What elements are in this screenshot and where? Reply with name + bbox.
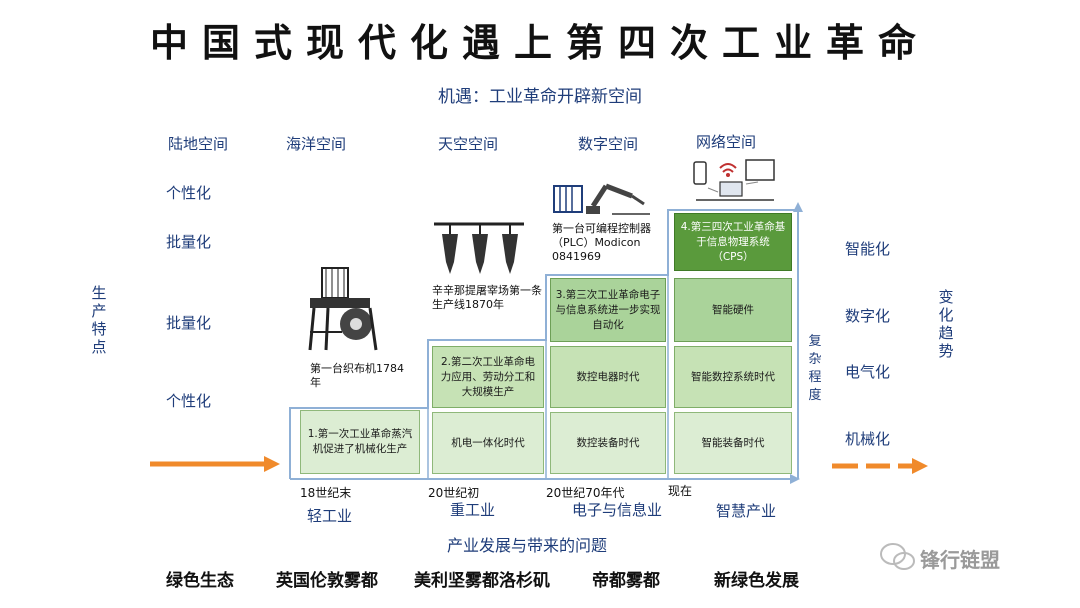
era-smart-hardware: 智能硬件 xyxy=(674,278,792,342)
industry-heavy: 重工业 xyxy=(450,499,495,520)
era-nc-equipment: 数控装备时代 xyxy=(550,412,666,474)
era-nc-electrical: 数控电器时代 xyxy=(550,346,666,408)
revolution-2-box: 2.第二次工业革命电力应用、劳动分工和大规模生产 xyxy=(432,346,544,408)
industry-smart: 智慧产业 xyxy=(716,500,776,521)
loom-icon xyxy=(300,262,386,354)
smart-devices-icon xyxy=(690,154,778,208)
revolution-3-box: 3.第三次工业革命电子与信息系统进一步实现自动化 xyxy=(550,278,666,342)
industry-electronics: 电子与信息业 xyxy=(572,499,662,520)
production-line-icon xyxy=(432,218,528,278)
revolution-4-box: 4.第三四次工业革命基于信息物理系统（CPS） xyxy=(674,213,792,271)
era-smart-nc-system: 智能数控系统时代 xyxy=(674,346,792,408)
milestone-production-line: 辛辛那提屠宰场第一条生产线1870年 xyxy=(432,284,542,312)
bottom-los-angeles: 美利坚雾都洛杉矶 xyxy=(414,566,550,591)
milestone-plc: 第一台可编程控制器（PLC）Modicon 0841969 xyxy=(552,222,668,264)
industry-light: 轻工业 xyxy=(307,505,352,526)
era-now: 现在 xyxy=(668,482,692,499)
bottom-beijing: 帝都雾都 xyxy=(592,566,660,591)
revolution-1-box: 1.第一次工业革命蒸汽机促进了机械化生产 xyxy=(300,410,420,474)
watermark-text: 锋行链盟 xyxy=(920,544,1000,573)
right-dashed-arrow-icon xyxy=(832,458,928,474)
left-arrow-icon xyxy=(150,456,280,472)
wechat-icon xyxy=(878,540,918,574)
robot-arm-icon xyxy=(552,176,652,220)
problems-label: 产业发展与带来的问题 xyxy=(447,532,607,556)
bottom-green-ecology: 绿色生态 xyxy=(166,566,234,591)
bottom-london: 英国伦敦雾都 xyxy=(276,566,378,591)
era-18th-century: 18世纪末 xyxy=(300,484,351,501)
era-mechatronics: 机电一体化时代 xyxy=(432,412,544,474)
milestone-loom: 第一台织布机1784年 xyxy=(310,362,410,390)
bottom-new-green: 新绿色发展 xyxy=(714,566,799,591)
era-smart-equipment: 智能装备时代 xyxy=(674,412,792,474)
